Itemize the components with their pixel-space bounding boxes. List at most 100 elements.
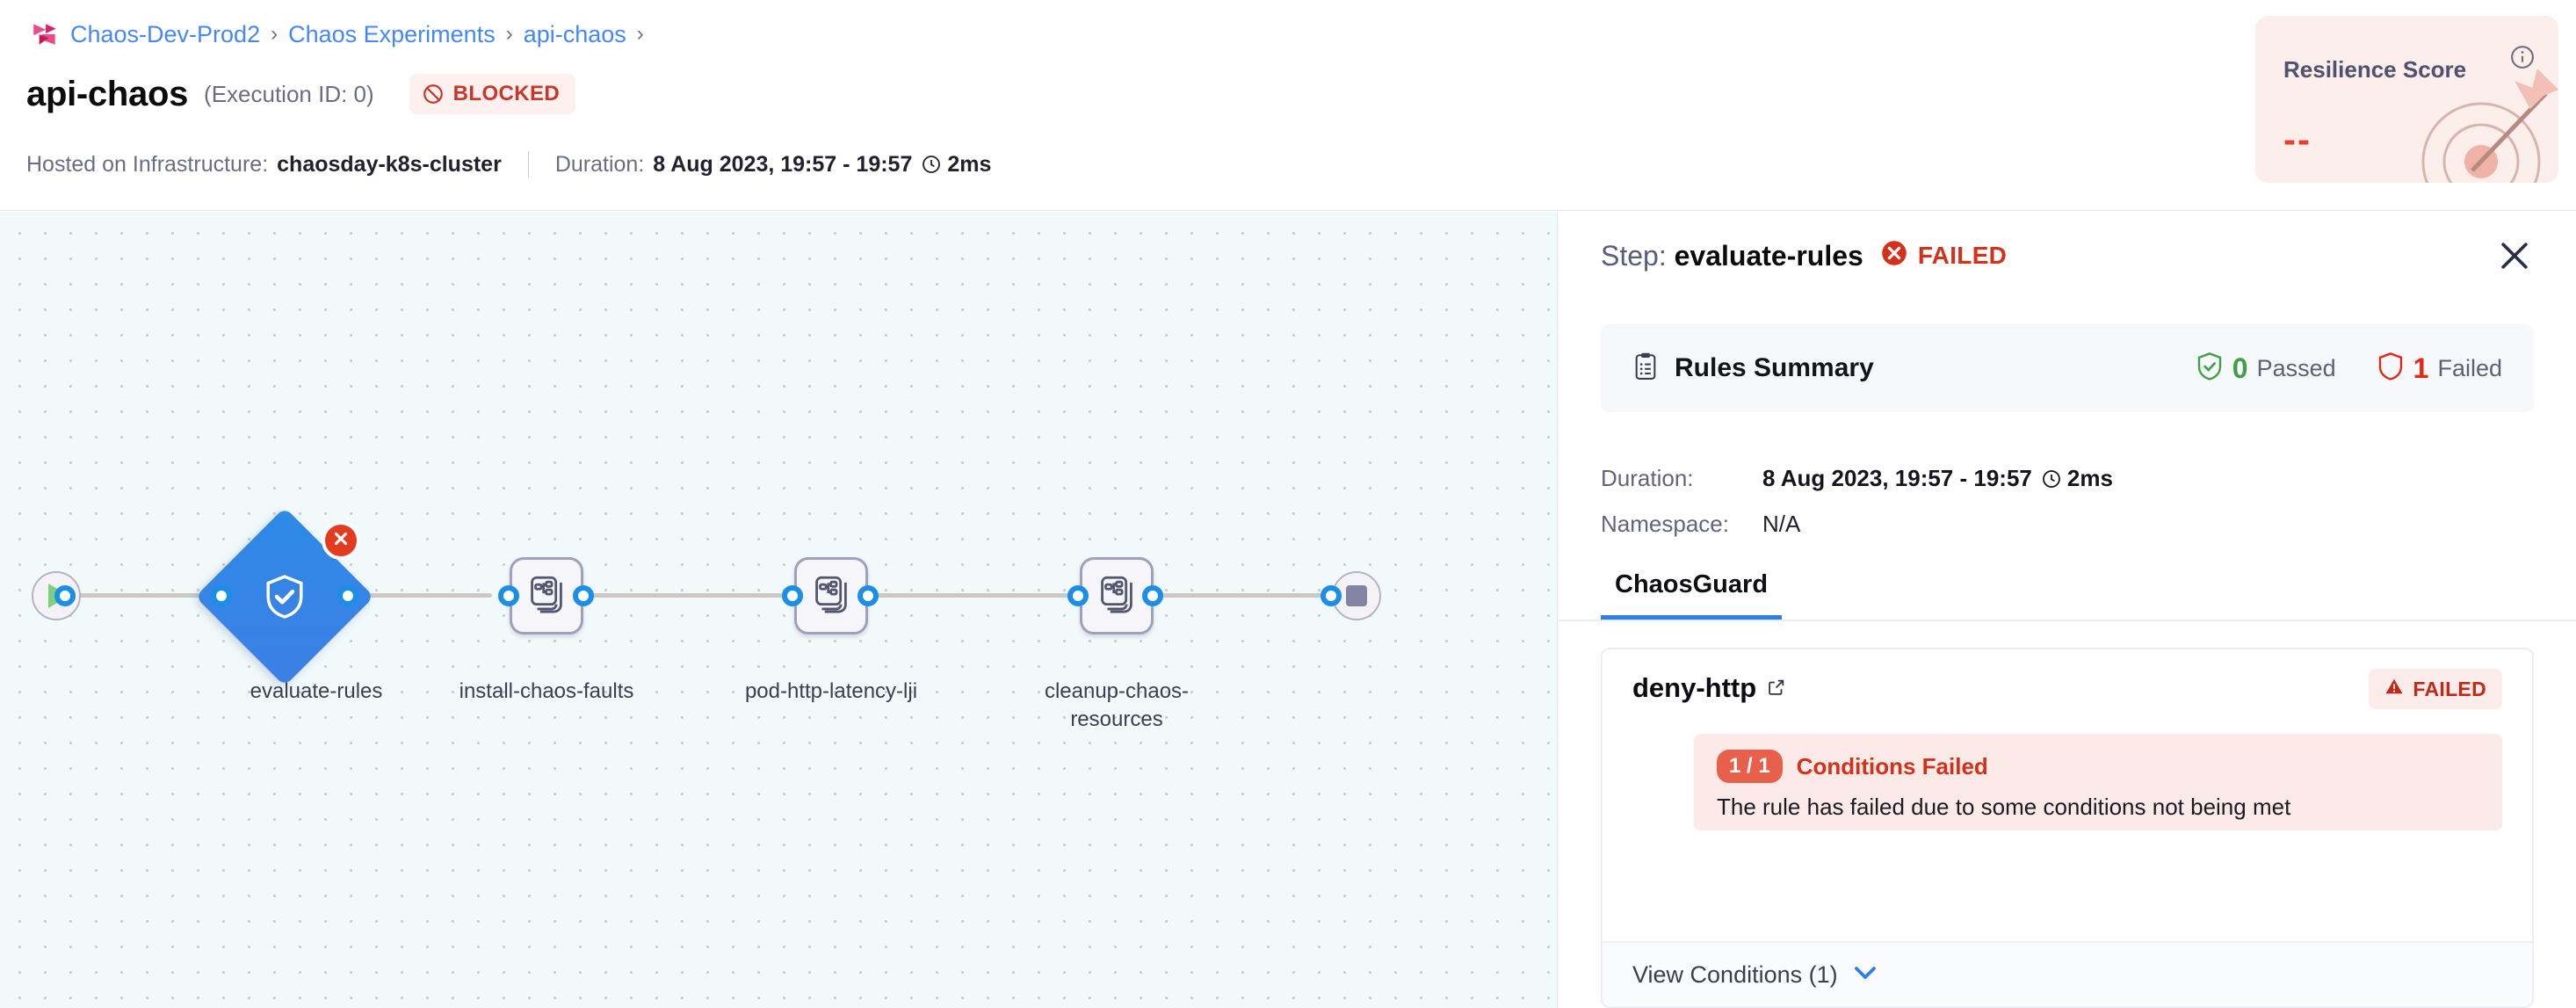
target-arrow-icon bbox=[2421, 69, 2558, 183]
detail-namespace-value: N/A bbox=[1762, 511, 1801, 537]
rules-passed-stat: 0 Passed bbox=[2196, 351, 2336, 387]
panel-step-name: evaluate-rules bbox=[1674, 239, 1863, 272]
node-error-badge bbox=[322, 521, 360, 560]
meta-divider bbox=[527, 151, 529, 178]
breadcrumb-separator-trailing: › bbox=[636, 22, 644, 46]
shield-red-icon bbox=[2377, 351, 2405, 387]
rule-status-label: FAILED bbox=[2413, 677, 2486, 700]
clock-icon bbox=[2032, 465, 2067, 492]
conditions-failed-alert: 1 / 1 Conditions Failed The rule has fai… bbox=[1694, 734, 2502, 830]
external-link-icon[interactable] bbox=[1767, 672, 1786, 704]
port-evaluate-in[interactable] bbox=[211, 585, 232, 606]
port-install-in[interactable] bbox=[498, 585, 519, 606]
rules-summary-left: Rules Summary bbox=[1632, 352, 1874, 386]
breadcrumb: Chaos-Dev-Prod2 › Chaos Experiments › ap… bbox=[30, 19, 644, 49]
panel-tabs: ChaosGuard bbox=[1559, 562, 2576, 621]
breadcrumb-item-2[interactable]: api-chaos bbox=[523, 20, 626, 47]
node-label-cleanup-chaos-resources: cleanup-chaos-resources bbox=[1044, 679, 1190, 731]
chaos-fault-icon bbox=[1096, 574, 1137, 619]
execution-id: (Execution ID: 0) bbox=[204, 80, 374, 107]
port-latency-in[interactable] bbox=[782, 585, 803, 606]
edge-start-to-evaluate bbox=[67, 593, 221, 598]
detail-duration: Duration: 8 Aug 2023, 19:57 - 19:57 2ms bbox=[1601, 465, 2113, 492]
stop-icon bbox=[1346, 585, 1367, 606]
port-end-in[interactable] bbox=[1321, 585, 1342, 606]
rule-status-badge: FAILED bbox=[2369, 669, 2502, 709]
page-header: Chaos-Dev-Prod2 › Chaos Experiments › ap… bbox=[0, 0, 2576, 211]
warning-triangle-icon bbox=[2384, 677, 2404, 701]
resilience-score-value: -- bbox=[2283, 119, 2312, 160]
rules-passed-count: 0 bbox=[2232, 352, 2248, 384]
rule-card-header: deny-http bbox=[1603, 649, 2532, 730]
detail-namespace-label: Namespace: bbox=[1601, 511, 1729, 537]
view-conditions-label: View Conditions (1) bbox=[1632, 961, 1838, 988]
rule-card-deny-http: deny-http bbox=[1601, 648, 2534, 1008]
close-icon[interactable] bbox=[2495, 236, 2534, 275]
duration-value: 2ms bbox=[947, 151, 992, 177]
step-details-panel: Step: evaluate-rules FAILED bbox=[1559, 212, 2576, 1008]
status-badge: BLOCKED bbox=[409, 74, 576, 114]
pipeline-canvas[interactable]: evaluate-rules install-chaos-faults bbox=[0, 212, 1558, 1008]
chaos-fault-icon bbox=[811, 574, 851, 619]
detail-duration-time: 2ms bbox=[2066, 465, 2113, 491]
error-x-icon bbox=[1881, 240, 1907, 272]
infra-value: chaosday-k8s-cluster bbox=[277, 151, 502, 177]
node-label-pod-http-latency-lji: pod-http-latency-lji bbox=[744, 679, 918, 703]
error-x-icon bbox=[331, 529, 351, 553]
info-circle-icon[interactable] bbox=[2509, 44, 2536, 70]
rules-passed-label: Passed bbox=[2256, 354, 2336, 381]
rule-name-row: deny-http bbox=[1632, 672, 1786, 704]
status-badge-label: BLOCKED bbox=[452, 82, 561, 105]
duration-range: 8 Aug 2023, 19:57 - 19:57 bbox=[653, 151, 913, 177]
port-install-out[interactable] bbox=[573, 585, 594, 606]
rules-summary-stats: 0 Passed 1 Failed bbox=[2196, 351, 2502, 387]
node-install-chaos-faults[interactable] bbox=[510, 557, 583, 635]
panel-header: Step: evaluate-rules FAILED bbox=[1559, 212, 2576, 300]
chaos-fault-icon bbox=[526, 574, 567, 619]
harness-logo-icon bbox=[30, 19, 60, 49]
port-cleanup-in[interactable] bbox=[1067, 585, 1089, 606]
rules-failed-count: 1 bbox=[2413, 352, 2429, 384]
rules-failed-label: Failed bbox=[2437, 354, 2502, 381]
view-conditions-toggle[interactable]: View Conditions (1) bbox=[1603, 941, 2532, 1006]
port-evaluate-out[interactable] bbox=[337, 585, 358, 606]
detail-duration-value: 8 Aug 2023, 19:57 - 19:57 bbox=[1762, 465, 2032, 491]
shield-check-green-icon bbox=[2196, 351, 2224, 387]
header-meta: Hosted on Infrastructure: chaosday-k8s-c… bbox=[26, 151, 991, 178]
duration-label: Duration: bbox=[554, 151, 645, 177]
breadcrumb-item-0[interactable]: Chaos-Dev-Prod2 bbox=[70, 20, 261, 47]
detail-duration-label: Duration: bbox=[1601, 465, 1694, 491]
rules-summary-card: Rules Summary 0 Passed bbox=[1601, 324, 2534, 412]
chevron-down-icon bbox=[1852, 964, 1878, 986]
port-start-out[interactable] bbox=[54, 585, 76, 606]
panel-status: FAILED bbox=[1881, 240, 2007, 272]
rules-failed-stat: 1 Failed bbox=[2377, 351, 2502, 387]
infra-label: Hosted on Infrastructure: bbox=[26, 151, 269, 177]
port-latency-out[interactable] bbox=[857, 585, 879, 606]
rules-summary-label: Rules Summary bbox=[1675, 353, 1874, 382]
node-cleanup-chaos-resources[interactable] bbox=[1080, 557, 1154, 635]
node-label-evaluate-rules: evaluate-rules bbox=[250, 679, 383, 703]
clipboard-icon bbox=[1632, 352, 1659, 386]
port-cleanup-out[interactable] bbox=[1142, 585, 1163, 606]
page-title: api-chaos bbox=[26, 74, 189, 113]
tab-chaosguard[interactable]: ChaosGuard bbox=[1601, 570, 1783, 620]
rule-name: deny-http bbox=[1632, 672, 1757, 703]
resilience-score-title: Resilience Score bbox=[2283, 56, 2467, 83]
conditions-failed-title: Conditions Failed bbox=[1796, 752, 1988, 780]
edge-install-to-latency bbox=[517, 593, 785, 598]
end-node[interactable] bbox=[1332, 571, 1381, 620]
edge-cleanup-to-end bbox=[1089, 593, 1339, 598]
panel-status-label: FAILED bbox=[1917, 242, 2008, 269]
breadcrumb-item-1[interactable]: Chaos Experiments bbox=[288, 20, 496, 47]
panel-step-title: Step: evaluate-rules bbox=[1601, 240, 1863, 272]
clock-icon bbox=[912, 152, 947, 178]
node-evaluate-rules[interactable] bbox=[195, 507, 374, 686]
detail-namespace: Namespace: N/A bbox=[1601, 511, 1800, 538]
title-row: api-chaos (Execution ID: 0) BLOCKED bbox=[26, 74, 576, 114]
edge-latency-to-cleanup bbox=[801, 593, 1070, 598]
breadcrumb-separator: › bbox=[505, 22, 513, 46]
panel-title-prefix: Step: bbox=[1601, 239, 1667, 272]
node-pod-http-latency-lji[interactable] bbox=[794, 557, 868, 635]
shield-check-icon bbox=[221, 533, 348, 660]
